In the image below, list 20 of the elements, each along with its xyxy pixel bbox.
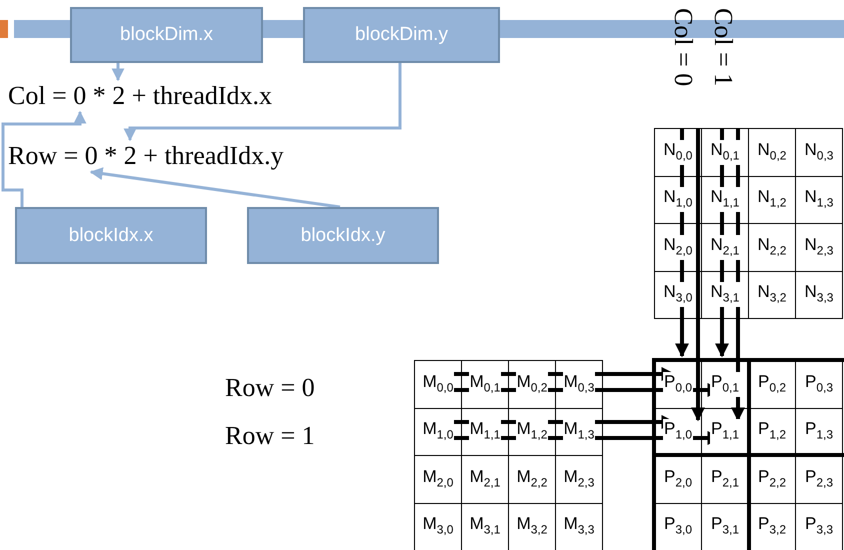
matrix-cell: M$_{0,0}$	[414, 360, 462, 408]
formula-text: Row = 0 * 2 + threadIdx.y	[8, 140, 318, 172]
formula-text: Col = 0 * 2 + threadIdx.x	[8, 80, 318, 112]
arrow	[2, 110, 86, 207]
variable-box: blockDim.x	[70, 7, 263, 63]
variable-box: blockIdx.y	[247, 207, 439, 264]
matrix-cell: N$_{0,3}$	[795, 128, 843, 176]
rotated-label: Col = 1	[708, 8, 738, 86]
matrix-cell: N$_{3,0}$	[654, 270, 702, 319]
rotated-label: Col = 0	[668, 8, 698, 86]
matrix-cell: M$_{0,3}$	[555, 360, 603, 408]
matrix-cell: N$_{3,3}$	[795, 270, 843, 319]
variable-box: blockDim.y	[303, 7, 500, 63]
arrow	[124, 63, 402, 142]
matrix-cell: N$_{0,0}$	[654, 128, 702, 176]
variable-box: blockIdx.x	[15, 207, 207, 264]
arrow	[90, 167, 340, 208]
row-label: Row = 0	[225, 373, 315, 403]
arrow	[112, 63, 124, 82]
row-label: Row = 1	[225, 421, 315, 451]
